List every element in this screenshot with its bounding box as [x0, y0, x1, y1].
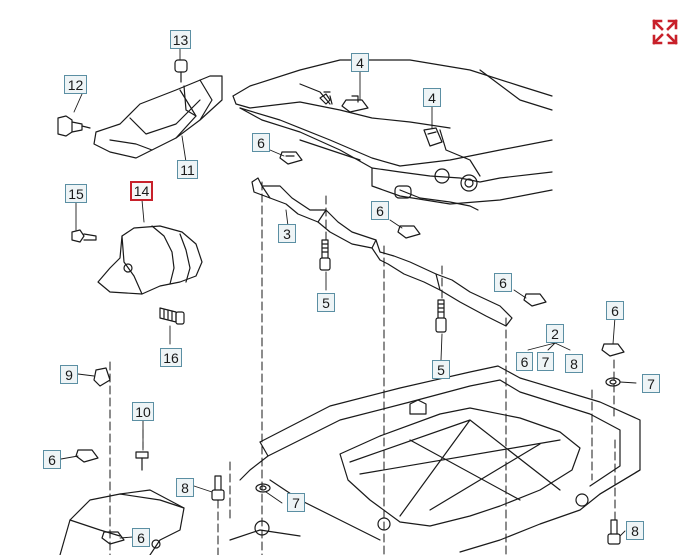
part-label[interactable]: 9 — [60, 365, 78, 384]
clip-nut — [75, 449, 99, 463]
bolt — [319, 239, 331, 271]
clip-nut — [101, 531, 125, 545]
part-label[interactable]: 7 — [642, 374, 660, 393]
part-label[interactable]: 8 — [626, 521, 644, 540]
part-label[interactable]: 6 — [252, 133, 270, 152]
clip-nut — [423, 127, 443, 147]
clip-nut — [341, 95, 369, 113]
guide-sleeve — [97, 225, 203, 295]
part-label[interactable]: 12 — [64, 75, 87, 94]
part-label[interactable]: 15 — [65, 184, 87, 203]
washer — [605, 377, 621, 387]
part-label[interactable]: 5 — [432, 360, 450, 379]
part-label[interactable]: 3 — [278, 224, 296, 243]
part-label[interactable]: 6 — [494, 273, 512, 292]
screw — [174, 59, 188, 83]
leader-lines — [60, 47, 637, 539]
bolt — [435, 299, 447, 333]
bolt — [159, 307, 185, 325]
assembly-lines — [109, 181, 616, 555]
part-label[interactable]: 8 — [565, 354, 583, 373]
expand-icon[interactable] — [651, 18, 679, 46]
screw — [71, 229, 97, 243]
lower-panel — [59, 489, 301, 555]
part-label[interactable]: 13 — [170, 30, 191, 49]
bolt — [607, 519, 621, 545]
bracket — [93, 75, 223, 159]
push-rivet — [135, 451, 149, 471]
part-label[interactable]: 5 — [317, 293, 335, 312]
part-label[interactable]: 6 — [43, 450, 61, 469]
part-label[interactable]: 11 — [177, 160, 198, 179]
part-label[interactable]: 6 — [606, 301, 624, 320]
part-label[interactable]: 6 — [132, 528, 150, 547]
push-rivet — [57, 115, 91, 137]
part-label[interactable]: 8 — [176, 478, 194, 497]
part-label[interactable]: 6 — [516, 352, 533, 371]
part-label[interactable]: 6 — [371, 201, 389, 220]
part-label[interactable]: 7 — [287, 493, 305, 512]
splash-shield — [239, 365, 641, 553]
washer — [255, 483, 271, 493]
clip-nut — [523, 293, 547, 307]
part-label[interactable]: 7 — [537, 352, 554, 371]
clip — [93, 367, 111, 387]
part-label-highlighted[interactable]: 14 — [130, 181, 153, 201]
clip-nut — [601, 343, 625, 357]
clip-nut — [279, 151, 303, 165]
part-label[interactable]: 10 — [132, 402, 154, 421]
bolt — [211, 475, 225, 501]
part-label[interactable]: 4 — [351, 53, 369, 72]
subframe-crossmember — [232, 59, 553, 211]
part-label[interactable]: 4 — [423, 88, 441, 107]
clip-nut — [397, 225, 421, 239]
part-label[interactable]: 2 — [546, 324, 564, 343]
part-label[interactable]: 16 — [160, 348, 182, 367]
